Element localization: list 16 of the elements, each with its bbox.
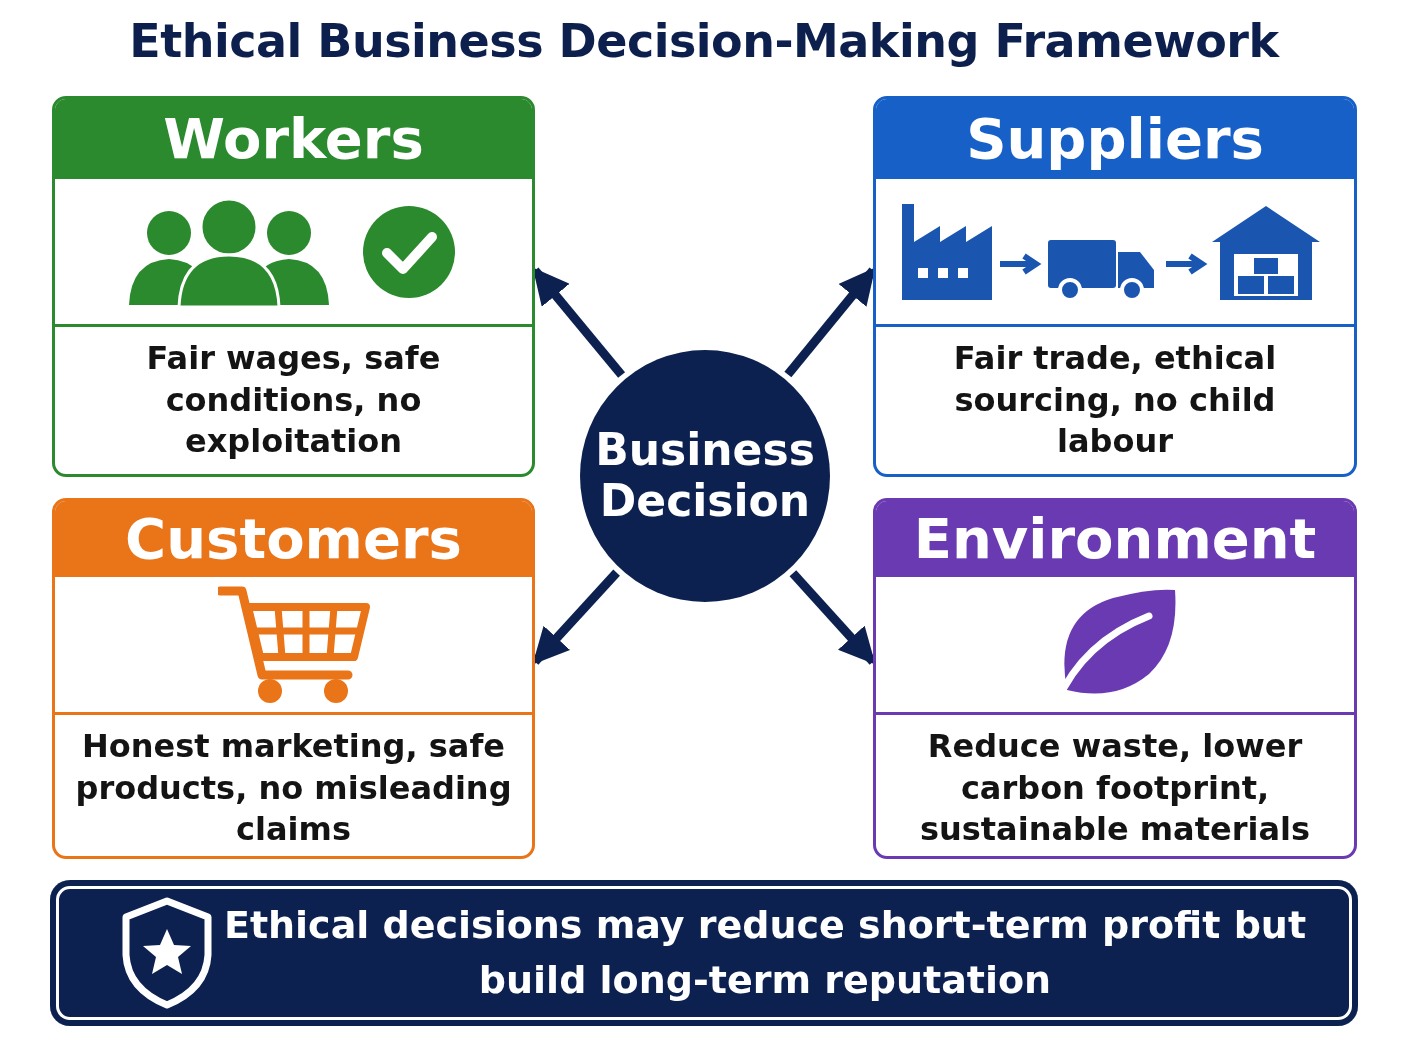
card-heading: Customers [55, 501, 532, 577]
title: Ethical Business Decision-Making Framework [128, 14, 1281, 68]
node-label: Business Decision [594, 425, 816, 527]
card-heading: Suppliers [876, 99, 1354, 179]
card-heading: Workers [55, 99, 532, 179]
category-card [873, 96, 1357, 477]
card-description: Reduce waste, lower carbon footprint, sustainable materials [918, 726, 1312, 851]
message-banner [50, 880, 1358, 1026]
card-description: Fair trade, ethical sourcing, no child labour [952, 338, 1278, 463]
card-heading: Environment [876, 501, 1354, 577]
card-description: Honest marketing, safe products, no misleading claims [75, 726, 512, 851]
category-card [52, 498, 535, 859]
banner-text: Ethical decisions may reduce short-term profit but build long-term reputation [222, 901, 1308, 1004]
category-card [52, 96, 535, 477]
category-card [873, 498, 1357, 859]
card-description: Fair wages, safe conditions, no exploitation [145, 338, 442, 463]
